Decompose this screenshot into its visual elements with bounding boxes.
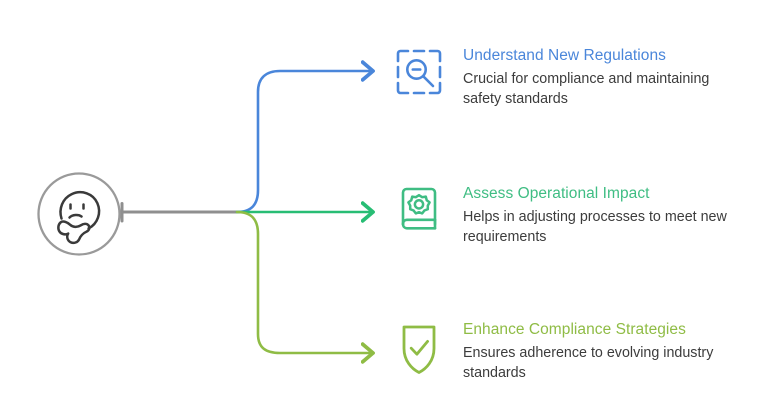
- source-node: [36, 171, 122, 257]
- book-gear-icon: [401, 187, 437, 230]
- branch-1-title: Understand New Regulations: [463, 47, 666, 64]
- branch-1-text: Understand New Regulations Crucial for c…: [463, 46, 741, 109]
- branch-1-icon-wrap: [393, 46, 445, 102]
- thinking-face-icon: [37, 172, 121, 256]
- branch-3-text: Enhance Compliance Strategies Ensures ad…: [463, 320, 741, 383]
- branch-line-1: [235, 71, 372, 214]
- shield-check-icon: [402, 325, 436, 374]
- branch-2-title: Assess Operational Impact: [463, 185, 650, 202]
- branch-3-icon-wrap: [393, 320, 445, 376]
- branch-item-1[interactable]: Understand New Regulations Crucial for c…: [393, 46, 741, 109]
- branch-line-3: [235, 210, 372, 353]
- branch-2-description: Helps in adjusting processes to meet new…: [463, 209, 727, 245]
- trunk-line: [120, 202, 245, 223]
- branch-3-title: Enhance Compliance Strategies: [463, 321, 686, 338]
- branch-item-3[interactable]: Enhance Compliance Strategies Ensures ad…: [393, 320, 741, 383]
- branch-3-description: Ensures adherence to evolving industry s…: [463, 345, 714, 381]
- branch-2-icon-wrap: [393, 184, 445, 240]
- branch-2-text: Assess Operational Impact Helps in adjus…: [463, 184, 741, 247]
- dashed-square-zoom-out-icon: [396, 49, 442, 95]
- branch-1-description: Crucial for compliance and maintaining s…: [463, 71, 710, 107]
- branch-item-2[interactable]: Assess Operational Impact Helps in adjus…: [393, 184, 741, 247]
